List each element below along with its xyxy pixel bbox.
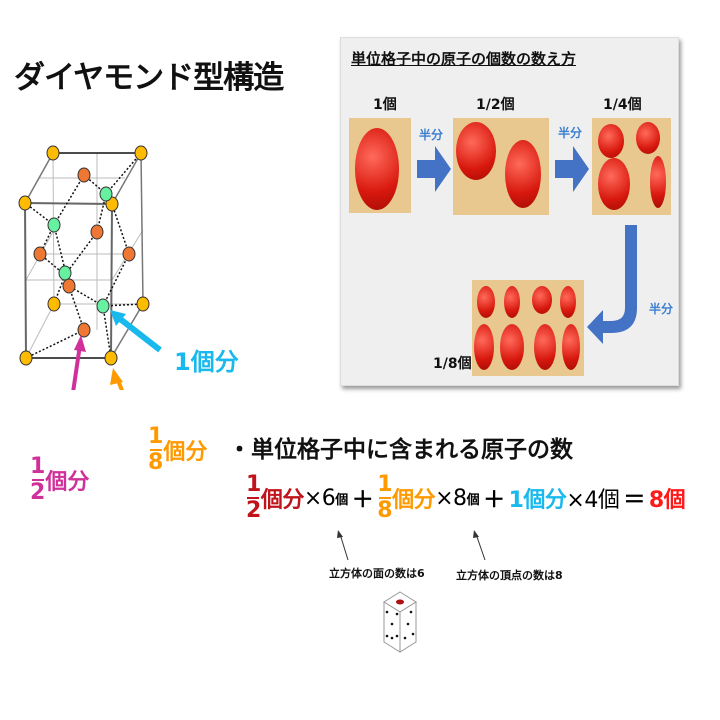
corner-atom: [104, 350, 118, 366]
arrow-one: [113, 312, 162, 353]
step-label: 1/4個: [603, 97, 642, 113]
plus-sign: ＋: [351, 488, 374, 513]
half-label: 半分: [649, 302, 674, 316]
corner-atom: [134, 145, 148, 161]
corner-atom: [136, 296, 150, 312]
half-label: 半分: [419, 128, 444, 142]
interior-atom: [99, 186, 113, 202]
counting-method-panel: 単位格子中の原子の個数の数え方 1個 1/2個 1/4個 1/8個 半分 半分 …: [340, 37, 679, 386]
term-corner-multiplier: ×8: [435, 485, 467, 511]
half-label: 半分: [558, 126, 583, 140]
face-atom: [122, 246, 136, 262]
section-heading: ・単位格子中に含まれる原子の数: [228, 437, 573, 463]
term-interior-multiplier: ×4個: [566, 488, 620, 513]
step-label: 1/8個: [433, 356, 472, 372]
arrows: [417, 146, 637, 344]
face-atom: [90, 224, 104, 240]
right-arrow-icon: [417, 146, 451, 192]
result: 8個: [648, 488, 686, 513]
face-atom: [33, 246, 47, 262]
interior-atom: [47, 217, 61, 233]
face-atom: [77, 167, 91, 183]
plus-sign: ＋: [483, 488, 505, 513]
tomato-quarter-photo: [592, 118, 671, 215]
term-corner-count: 個: [466, 492, 480, 508]
arrow-eighth-head: [110, 368, 123, 385]
arrow-half: [71, 344, 82, 390]
interior-atom: [96, 298, 110, 314]
corner-atom: [46, 145, 60, 161]
right-arrow-icon: [555, 146, 589, 192]
label-one-atom: 1個分: [174, 348, 239, 376]
vertices-note: 立方体の頂点の数は8: [456, 569, 563, 582]
interior-atom: [58, 265, 72, 281]
step-label: 1/2個: [476, 97, 515, 113]
equals-sign: ＝: [623, 488, 645, 513]
face-atom: [62, 278, 76, 294]
down-left-arrow-icon: [587, 225, 637, 344]
diamond-lattice-diagram: [18, 145, 162, 390]
face-atom: [77, 322, 91, 338]
arrow-eighth: [115, 377, 124, 390]
panel-title: 単位格子中の原子の個数の数え方: [351, 50, 577, 68]
faces-note: 立方体の面の数は6: [329, 567, 425, 580]
page-title: ダイヤモンド型構造: [14, 60, 284, 96]
step-label: 1個: [373, 97, 397, 113]
arrow-one-head: [110, 310, 126, 326]
tomato-half-photo: [453, 118, 549, 215]
term-interior: 1個分: [508, 488, 567, 513]
corner-atom: [18, 195, 32, 211]
arrow-half-head: [74, 335, 86, 352]
term-face-count: 個: [335, 492, 348, 508]
tomato-eighth-photo: [472, 280, 584, 376]
corner-atom: [47, 296, 61, 312]
term-face-multiplier: ×6: [303, 485, 336, 511]
dice-icon: [383, 591, 417, 653]
corner-atom: [19, 350, 33, 366]
note-arrows: [337, 530, 486, 561]
tomato-whole-photo: [349, 118, 411, 213]
